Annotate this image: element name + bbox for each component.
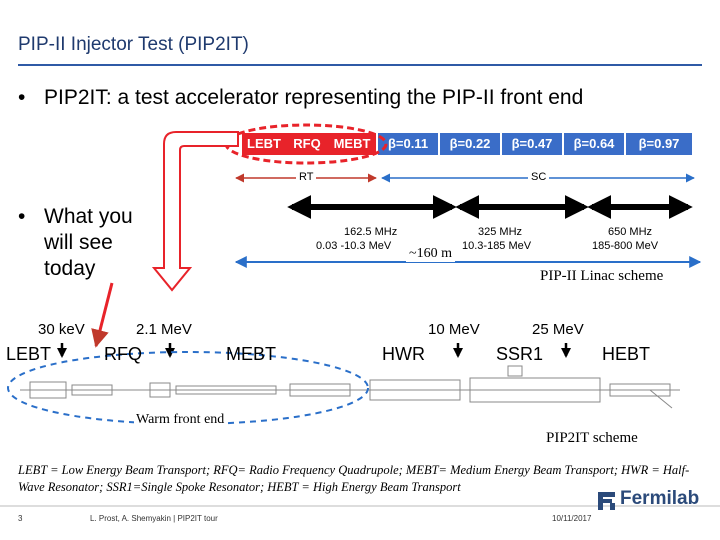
fermilab-logo-icon (598, 492, 615, 510)
title-divider (18, 64, 702, 66)
bullet-line-1: What you (44, 205, 133, 228)
energy-10mev: 10 MeV (428, 321, 480, 338)
warm-front-end-label: Warm front end (134, 412, 227, 428)
footer-date: 10/11/2017 (552, 514, 592, 523)
stage-mebt: MEBT (328, 133, 376, 155)
fermilab-logo-text: Fermilab (620, 488, 700, 509)
freq-label-3: 650 MHz (608, 226, 653, 238)
stage-beta-097: β=0.97 (624, 133, 692, 155)
abbreviation-legend: LEBT = Low Energy Beam Transport; RFQ= R… (18, 463, 690, 494)
energy-label-1: 0.03 -10.3 MeV (316, 240, 392, 252)
stage-beta-064: β=0.64 (562, 133, 624, 155)
energy-25mev: 25 MeV (532, 321, 584, 338)
stage-beta-047: β=0.47 (500, 133, 562, 155)
section-mebt: MEBT (226, 344, 277, 364)
pip2it-beamline (20, 365, 680, 409)
stage-rfq: RFQ (286, 133, 328, 155)
highlight-front-end-ellipse (224, 123, 388, 165)
bullet-pip2it: • PIP2IT: a test accelerator representing… (18, 86, 583, 110)
bullet-marker: • (18, 205, 26, 228)
fermilab-logo: Fermilab (620, 488, 699, 510)
slide-title: PIP-II Injector Test (PIP2IT) (18, 34, 249, 55)
section-lebt: LEBT (6, 344, 52, 364)
energy-label-3: 185-800 MeV (592, 240, 659, 252)
bullet-line-3: today (44, 257, 96, 280)
linac-stage-bar: LEBT RFQ MEBT β=0.11 β=0.22 β=0.47 β=0.6… (242, 133, 692, 155)
section-ssr1: SSR1 (496, 344, 544, 364)
freq-label-2: 325 MHz (478, 226, 523, 238)
pip2it-scheme-caption: PIP2IT scheme (546, 430, 638, 446)
energy-30kev: 30 keV (38, 321, 85, 338)
length-label: ~160 m (406, 246, 455, 262)
pointer-arrow-lebt (91, 282, 114, 348)
freq-label-1: 162.5 MHz (344, 226, 398, 238)
section-hebt: HEBT (602, 344, 651, 364)
rt-label: RT (296, 171, 317, 183)
stage-lebt: LEBT (242, 133, 286, 155)
stage-beta-022: β=0.22 (438, 133, 500, 155)
section-rfq: RFQ (104, 344, 142, 364)
bullet-line-2: will see (44, 231, 113, 254)
stage-beta-011: β=0.11 (376, 133, 438, 155)
footer-authors: L. Prost, A. Shemyakin | PIP2IT tour (90, 514, 218, 523)
energy-2-1mev: 2.1 MeV (136, 321, 192, 338)
bullet-what-you-see: • What you will see today (18, 204, 168, 282)
footer-page-number: 3 (18, 514, 23, 523)
linac-scheme-caption: PIP-II Linac scheme (540, 268, 664, 284)
bullet-pip2it-text: PIP2IT: a test accelerator representing … (44, 86, 584, 109)
bent-pointer-arrow (151, 131, 239, 292)
bullet-marker: • (18, 86, 26, 109)
sc-label: SC (528, 171, 550, 183)
energy-label-2: 10.3-185 MeV (462, 240, 532, 252)
section-hwr: HWR (382, 344, 425, 364)
